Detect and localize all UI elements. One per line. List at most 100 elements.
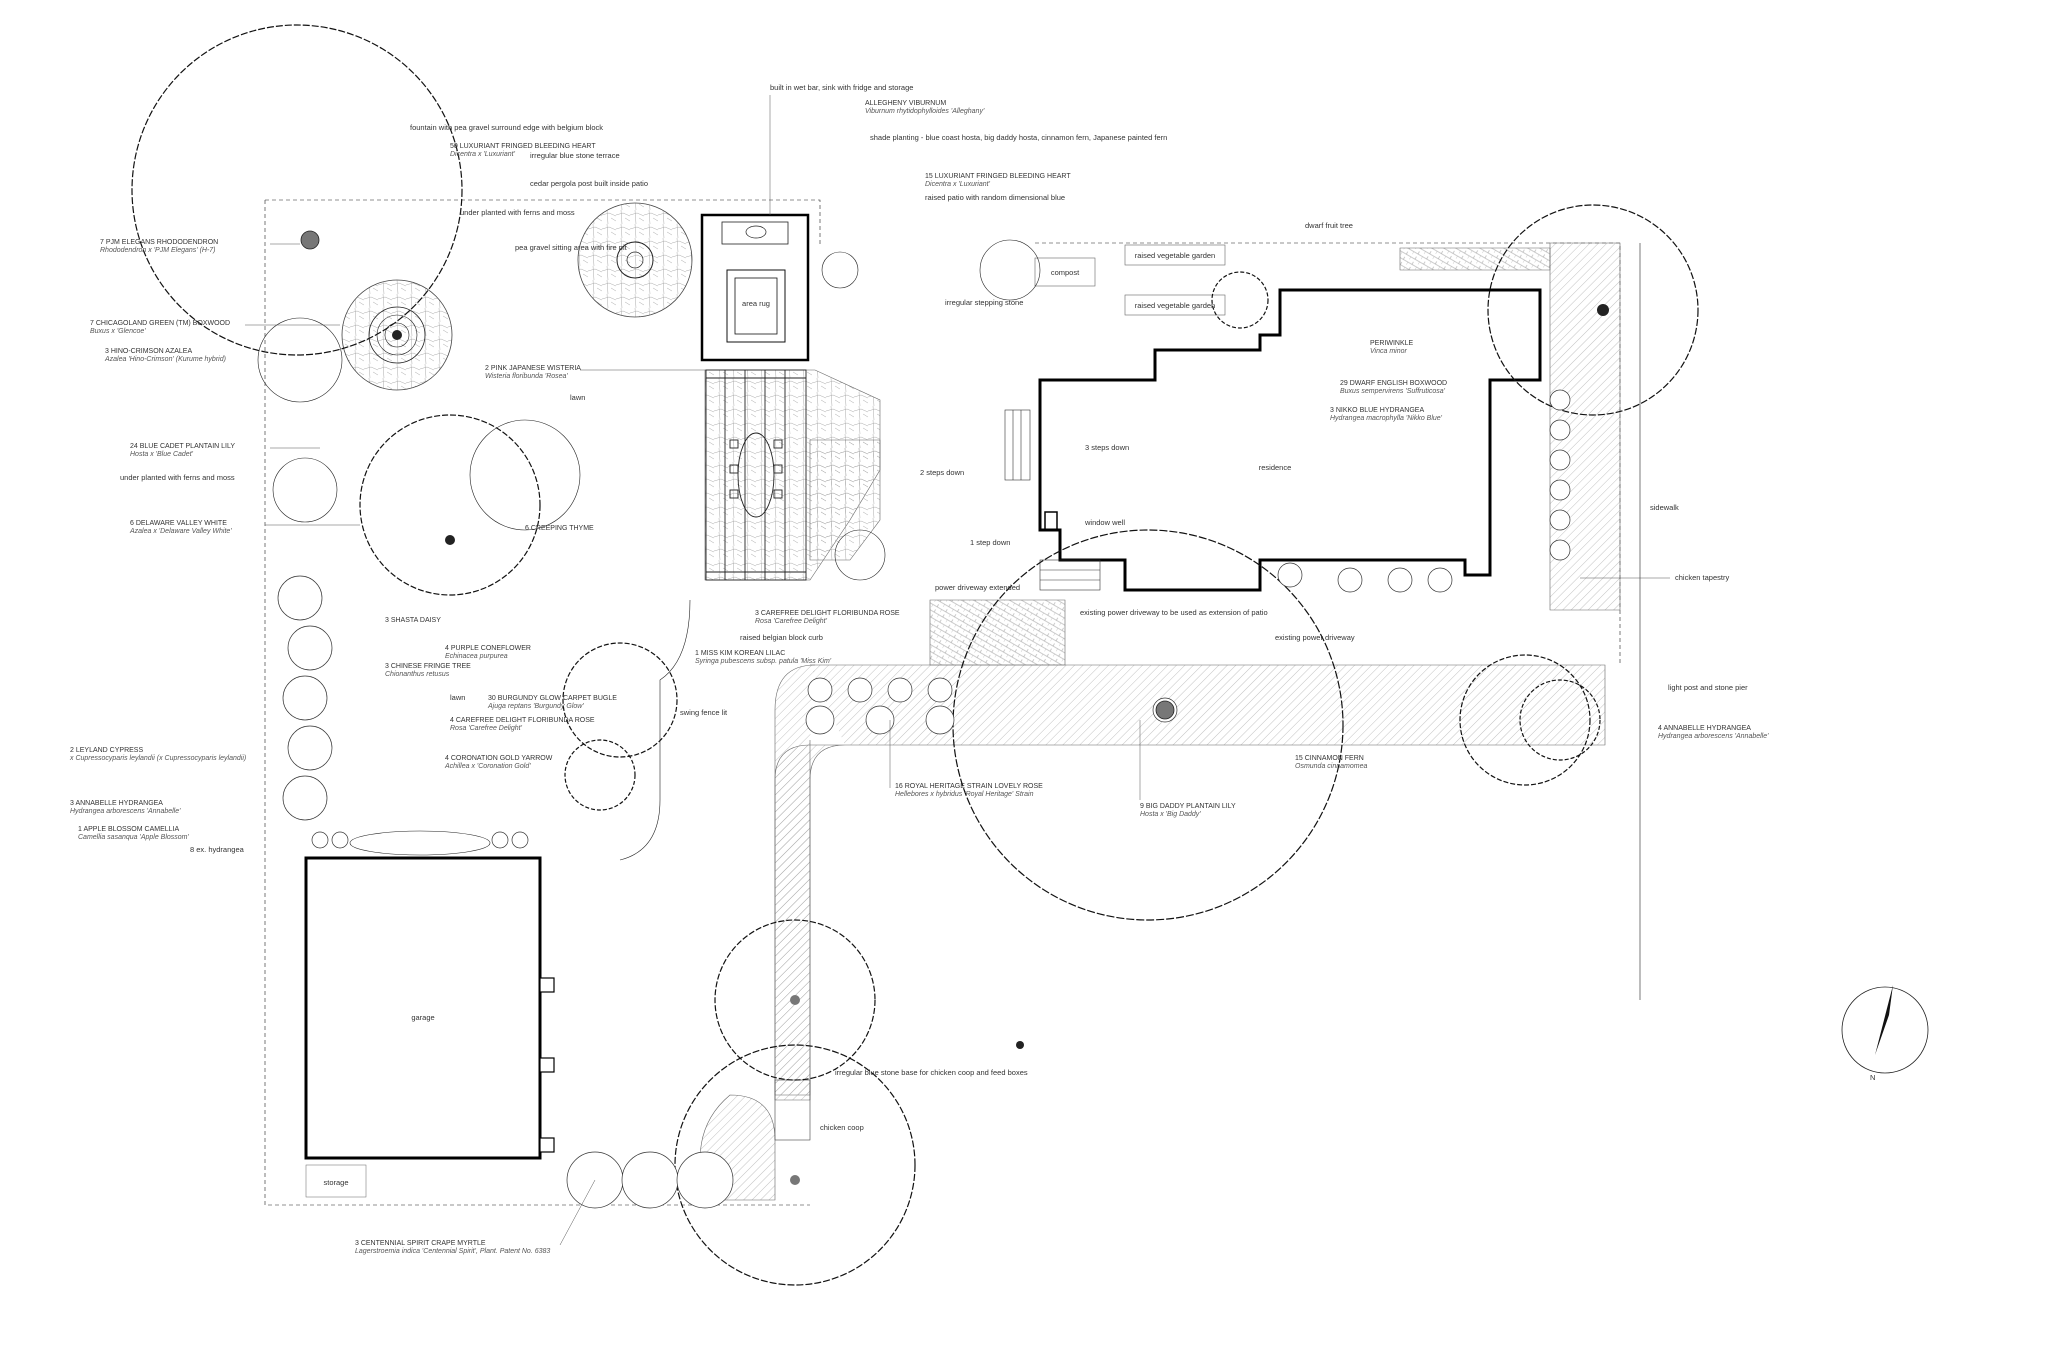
note-steps-down-3: 3 steps down xyxy=(1085,443,1129,452)
specimen-markers xyxy=(300,230,1609,1185)
note-bluestone: irregular blue stone terrace xyxy=(530,151,620,160)
note-belgian-curb: raised belgian block curb xyxy=(740,633,823,642)
plant-yarrow-botanical: Achillea x 'Coronation Gold' xyxy=(444,763,531,770)
plant-bleeding-heart-15: 15 LUXURIANT FRINGED BLEEDING HEART xyxy=(925,173,1071,180)
raised-bed-1-label: raised vegetable garden xyxy=(1135,251,1215,260)
shrub-rows xyxy=(311,389,1571,849)
plant-periwinkle: PERIWINKLE xyxy=(1370,340,1414,347)
note-existing-power-driveway: existing power driveway xyxy=(1275,633,1355,642)
plant-carefree-4-botanical: Rosa 'Carefree Delight' xyxy=(450,725,523,732)
plant-cinnamon-fern-botanical: Osmunda cinnamomea xyxy=(1295,763,1367,770)
fire-pit-area xyxy=(577,202,693,318)
note-hydrangea-ex: 8 ex. hydrangea xyxy=(190,845,245,854)
plant-bleeding-heart-15-botanical: Dicentra x 'Luxuriant' xyxy=(925,181,991,188)
note-pergola: cedar pergola post built inside patio xyxy=(530,179,648,188)
plant-ajuga: 30 BURGUNDY GLOW CARPET BUGLE xyxy=(488,695,617,702)
raised-bed-2-label: raised vegetable garden xyxy=(1135,301,1215,310)
leyland-cypress xyxy=(277,575,734,1209)
plant-annabelle-4-botanical: Hydrangea arborescens 'Annabelle' xyxy=(1658,733,1769,740)
note-stepping-stone: irregular stepping stone xyxy=(945,298,1023,307)
plant-bleeding-heart-50: 50 LUXURIANT FRINGED BLEEDING HEART xyxy=(450,143,596,150)
plant-delaware: 6 DELAWARE VALLEY WHITE xyxy=(130,520,227,527)
plant-yarrow: 4 CORONATION GOLD YARROW xyxy=(445,755,553,762)
chicken-coop-label: chicken coop xyxy=(820,1123,864,1132)
note-existing-driveway: existing power driveway to be used as ex… xyxy=(1080,608,1268,617)
plant-cypress-botanical: x Cupressocyparis leylandii (x Cupressoc… xyxy=(69,755,246,762)
vegetable-garden: compost raised vegetable garden raised v… xyxy=(1034,244,1226,316)
note-step-down: 1 step down xyxy=(970,538,1010,547)
plant-big-daddy-botanical: Hosta x 'Big Daddy' xyxy=(1140,811,1201,818)
plant-blue-cadet: 24 BLUE CADET PLANTAIN LILY xyxy=(130,443,235,450)
plant-cypress: 2 LEYLAND CYPRESS xyxy=(70,747,143,754)
plant-camellia: 1 APPLE BLOSSOM CAMELLIA xyxy=(78,826,179,833)
note-power-driveway: power driveway extended xyxy=(935,583,1020,592)
plant-shasta: 3 SHASTA DAISY xyxy=(385,617,441,624)
garage: garage storage xyxy=(304,856,555,1198)
plant-coneflower-botanical: Echinacea purpurea xyxy=(445,653,508,660)
note-swing-fence: swing fence lit xyxy=(680,708,728,717)
plant-fringe-tree: 3 CHINESE FRINGE TREE xyxy=(385,663,471,670)
plant-big-daddy: 9 BIG DADDY PLANTAIN LILY xyxy=(1140,803,1236,810)
note-window-well: window well xyxy=(1084,518,1125,527)
plant-lilac: 1 MISS KIM KOREAN LILAC xyxy=(695,650,785,657)
bluestone-terrace xyxy=(704,369,881,581)
plant-delaware-botanical: Azalea x 'Delaware Valley White' xyxy=(129,528,232,535)
note-under-planted: under planted with ferns and moss xyxy=(460,208,575,217)
note-steps-down-2: 2 steps down xyxy=(920,468,964,477)
fountain xyxy=(341,279,453,391)
area-rug-label: area rug xyxy=(742,299,770,308)
plant-hellebore: 16 ROYAL HERITAGE STRAIN LOVELY ROSE xyxy=(895,783,1043,790)
note-ferns-moss: under planted with ferns and moss xyxy=(120,473,235,482)
plant-nikko-botanical: Hydrangea macrophylla 'Nikko Blue' xyxy=(1330,415,1443,422)
garage-label: garage xyxy=(411,1013,434,1022)
plant-nikko: 3 NIKKO BLUE HYDRANGEA xyxy=(1330,407,1424,414)
plant-cinnamon-fern: 15 CINNAMON FERN xyxy=(1295,755,1364,762)
plant-crape-myrtle: 3 CENTENNIAL SPIRIT CRAPE MYRTLE xyxy=(355,1240,486,1247)
plant-rhododendron-botanical: Rhododendron x 'PJM Elegans' (H-7) xyxy=(100,247,216,254)
camellia-bed xyxy=(349,830,491,856)
residence: residence xyxy=(1038,288,1542,592)
plant-wisteria-botanical: Wisteria floribunda 'Rosea' xyxy=(485,373,568,380)
plant-wisteria: 2 PINK JAPANESE WISTERIA xyxy=(485,365,581,372)
plant-annabelle-3: 3 ANNABELLE HYDRANGEA xyxy=(70,800,163,807)
plant-periwinkle-botanical: Vinca minor xyxy=(1370,348,1408,355)
plant-crape-myrtle-botanical: Lagerstroemia indica 'Centennial Spirit'… xyxy=(355,1248,550,1255)
plant-viburnum-botanical: Viburnum rhytidophylloides 'Alleghany' xyxy=(865,108,985,115)
pergola xyxy=(705,369,807,581)
note-pea-gravel: pea gravel sitting area with fire pit xyxy=(515,243,628,252)
plant-fringe-tree-botanical: Chionanthus retusus xyxy=(385,671,450,678)
compost-label: compost xyxy=(1051,268,1080,277)
plant-hellebore-botanical: Hellebores x hybridus 'Royal Heritage' S… xyxy=(895,791,1034,798)
storage-label: storage xyxy=(323,1178,348,1187)
note-fountain: fountain with pea gravel surround edge w… xyxy=(410,123,603,132)
plant-boxwood-botanical: Buxus x 'Glencoe' xyxy=(90,328,146,335)
plant-carefree-3-botanical: Rosa 'Carefree Delight' xyxy=(755,618,828,625)
plant-dwarf-boxwood: 29 DWARF ENGLISH BOXWOOD xyxy=(1340,380,1447,387)
plant-dwarf-boxwood-botanical: Buxus sempervirens 'Suffruticosa' xyxy=(1340,388,1446,395)
note-shade: shade planting - blue coast hosta, big d… xyxy=(870,133,1167,142)
lawn-label-1: lawn xyxy=(570,393,585,402)
north-arrow: N xyxy=(1841,985,1929,1082)
understory-trees xyxy=(257,239,1269,1049)
wet-bar: area rug xyxy=(700,213,810,362)
plant-azalea-botanical: Azalea 'Hino-Crimson' (Kurume hybrid) xyxy=(104,356,226,363)
note-chicken-tapestry: chicken tapestry xyxy=(1675,573,1729,582)
notes: built in wet bar, sink with fridge and s… xyxy=(120,83,1748,1077)
plant-azalea: 3 HINO-CRIMSON AZALEA xyxy=(105,348,192,355)
note-raised-patio: raised patio with random dimensional blu… xyxy=(925,193,1065,202)
note-dwarf-fruit: dwarf fruit tree xyxy=(1305,221,1353,230)
canopy-trees xyxy=(131,24,1699,1286)
note-wet-bar: built in wet bar, sink with fridge and s… xyxy=(770,83,913,92)
north-label: N xyxy=(1870,1073,1875,1082)
plant-coneflower: 4 PURPLE CONEFLOWER xyxy=(445,645,531,652)
residence-label: residence xyxy=(1259,463,1292,472)
plant-ajuga-botanical: Ajuga reptans 'Burgundy Glow' xyxy=(487,703,584,710)
lawn-edge xyxy=(619,599,691,861)
plant-callouts: 7 PJM ELEGANS RHODODENDRON Rhododendron … xyxy=(69,100,1769,1255)
sidewalk-label: sidewalk xyxy=(1650,503,1679,512)
plant-blue-cadet-botanical: Hosta x 'Blue Cadet' xyxy=(130,451,194,458)
plant-carefree-4: 4 CAREFREE DELIGHT FLORIBUNDA ROSE xyxy=(450,717,595,724)
note-light-post: light post and stone pier xyxy=(1668,683,1748,692)
plant-camellia-botanical: Camellia sasanqua 'Apple Blossom' xyxy=(78,834,190,841)
